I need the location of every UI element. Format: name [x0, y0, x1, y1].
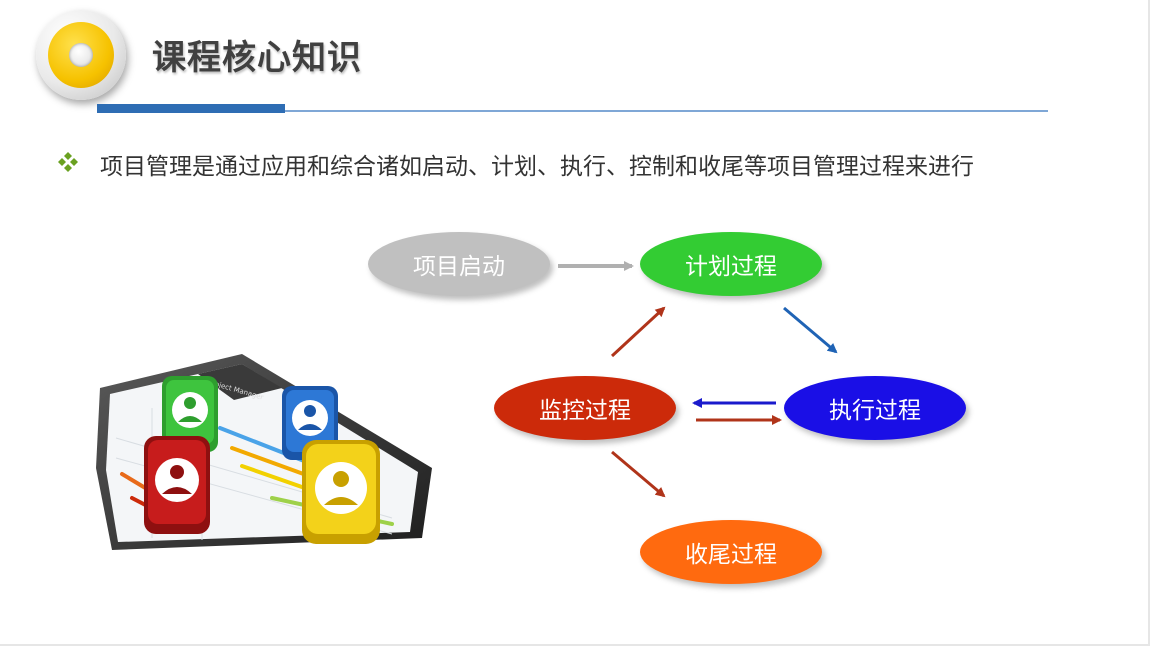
arrow-monitor-to-plan	[610, 306, 666, 358]
project-manager-illustration: Project Manager	[96, 354, 432, 550]
arrow-plan-to-execute	[783, 306, 838, 354]
screen-header	[198, 364, 282, 400]
slide-edge-right	[1148, 0, 1150, 646]
slide-edge-bottom	[0, 644, 1150, 646]
green-user-tile-icon	[162, 376, 218, 452]
node-monitoring-process: 监控过程	[494, 376, 676, 440]
node-project-start: 项目启动	[368, 232, 550, 296]
title-underline	[285, 110, 1048, 112]
bullet-text: 项目管理是通过应用和综合诸如启动、计划、执行、控制和收尾等项目管理过程来进行	[100, 154, 974, 180]
logo-badge-icon	[36, 10, 126, 100]
red-user-tile-icon	[144, 436, 210, 534]
logo-badge-ring	[48, 22, 114, 88]
node-executing-process: 执行过程	[784, 376, 966, 440]
node-closing-process: 收尾过程	[640, 520, 822, 584]
arrow-monitor-to-close	[611, 450, 666, 498]
yellow-user-tile-icon	[302, 440, 380, 544]
page-title: 课程核心知识	[152, 38, 362, 78]
logo-badge-core	[69, 43, 93, 67]
node-planning-process: 计划过程	[640, 232, 822, 296]
bullet-diamond-icon	[58, 152, 78, 172]
title-underline-accent	[97, 104, 285, 113]
